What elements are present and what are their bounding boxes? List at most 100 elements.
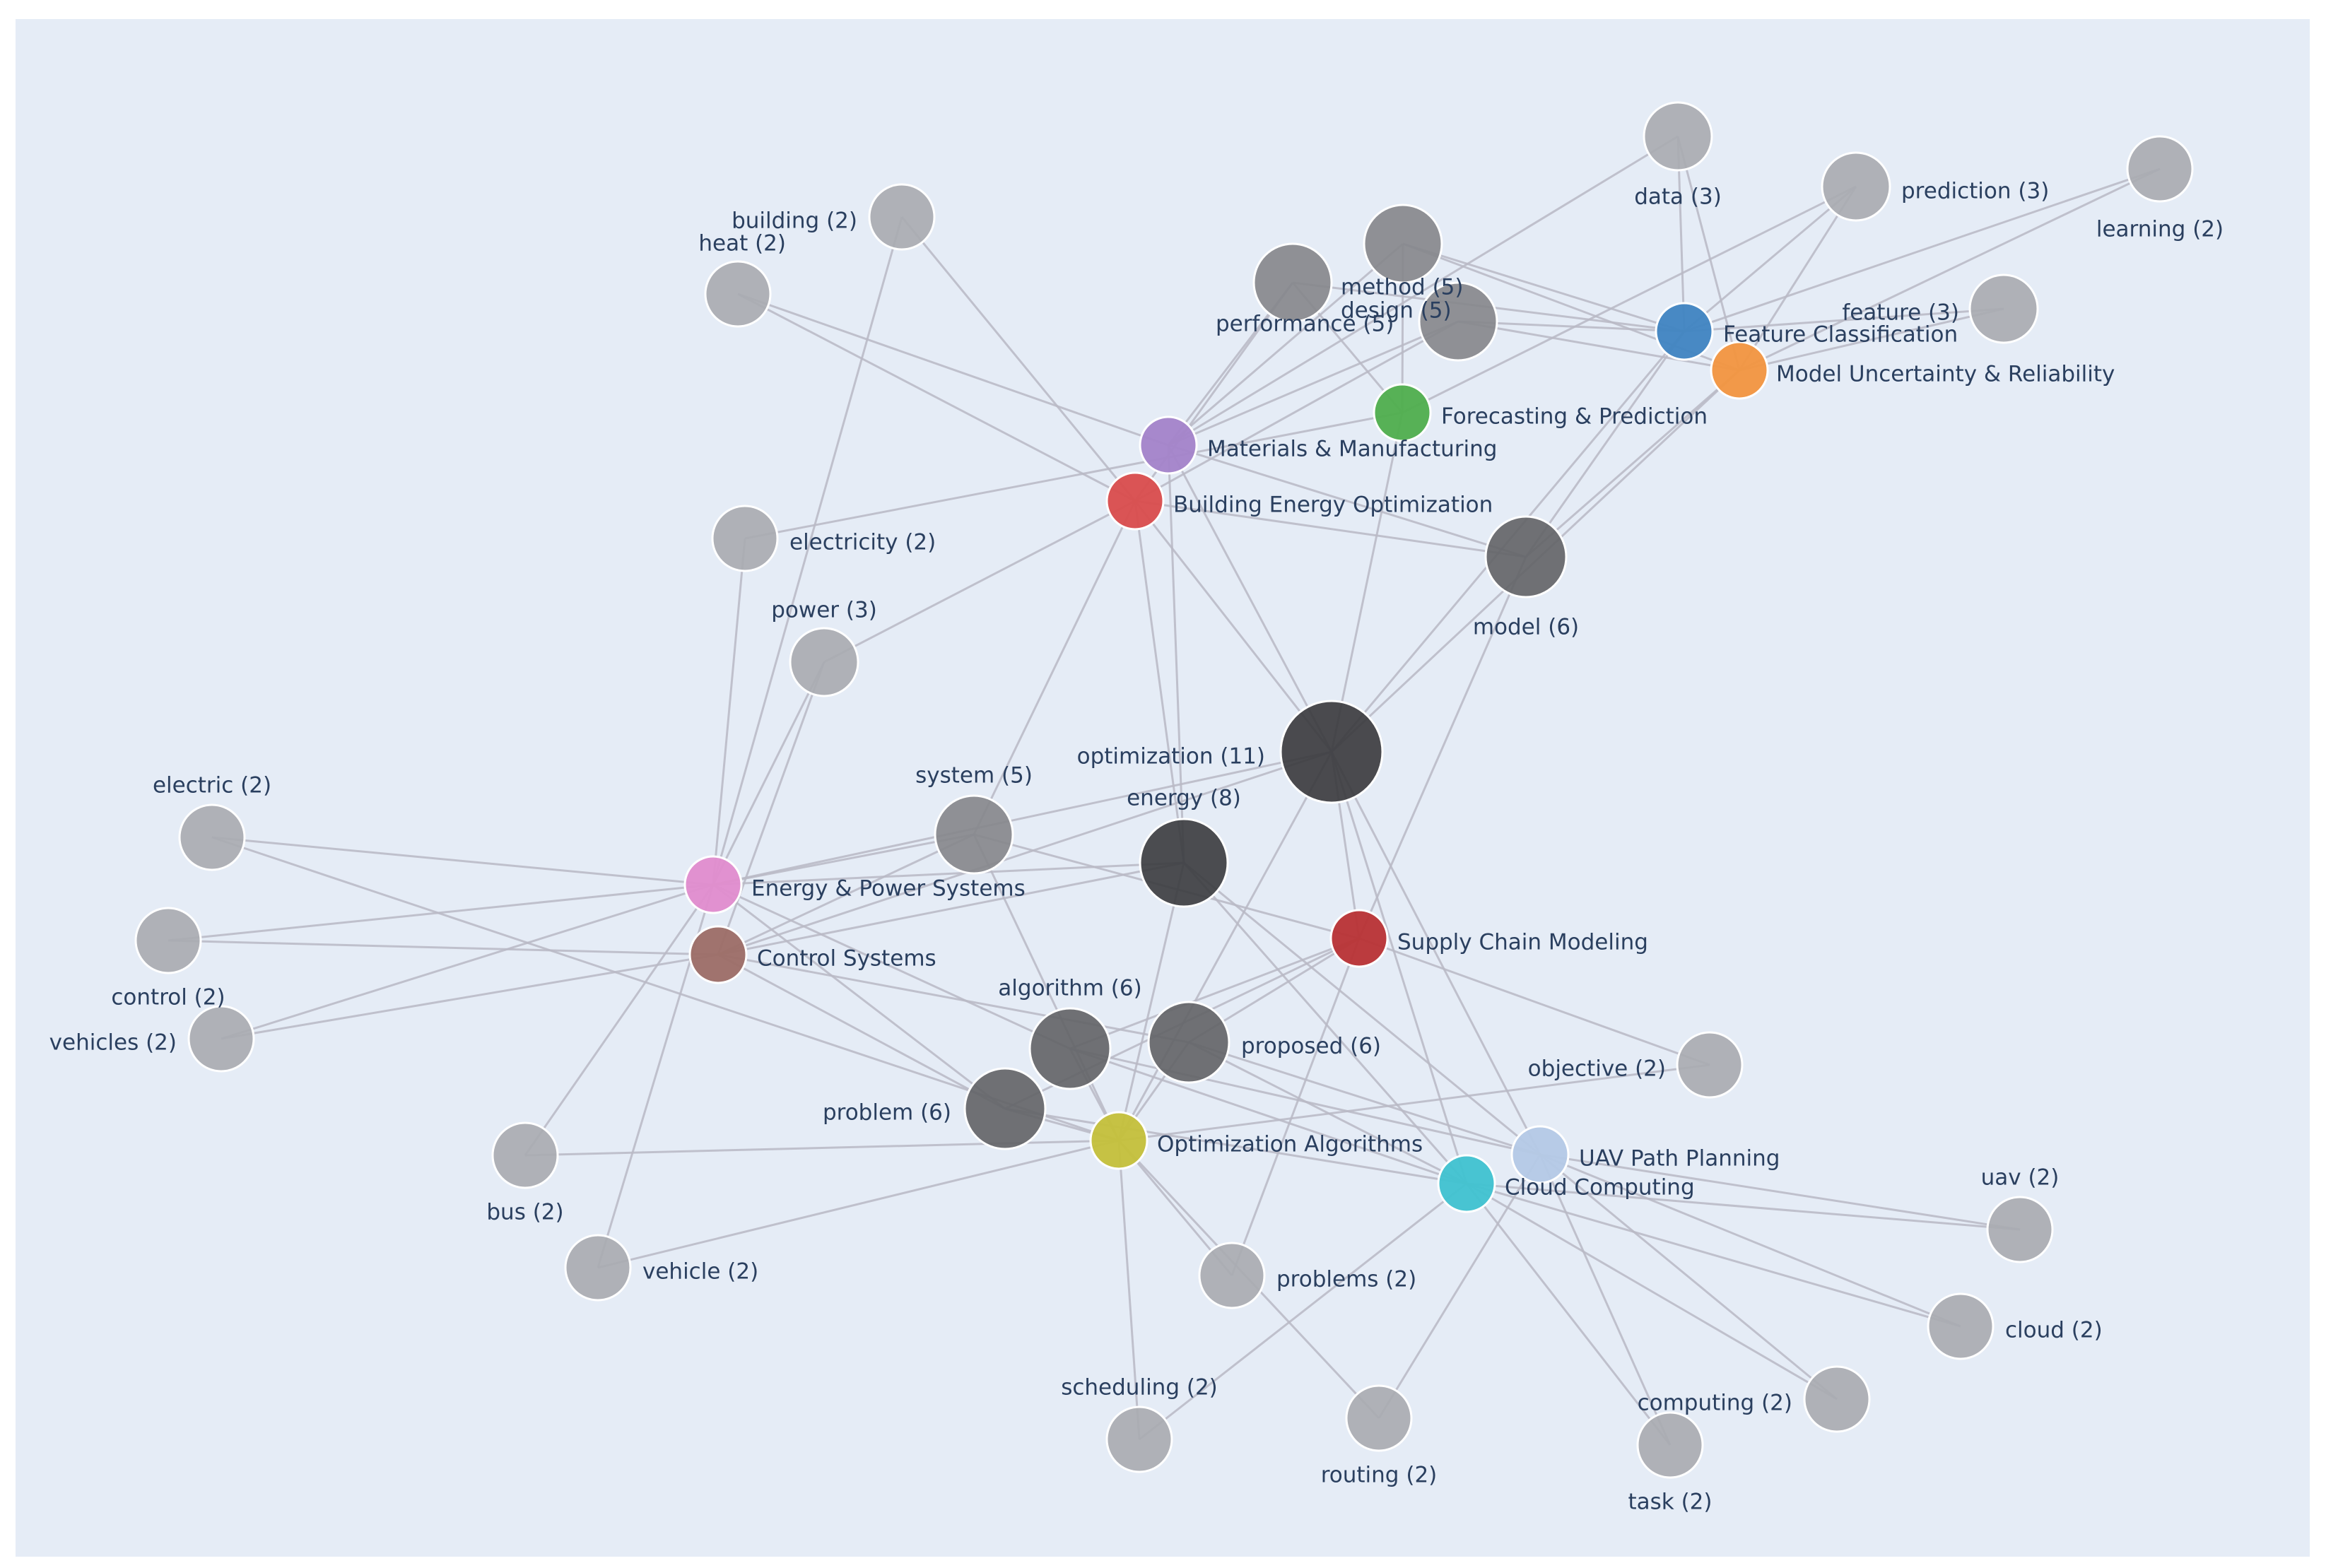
node-model-uncertainty[interactable] (1710, 341, 1769, 400)
node-vehicles[interactable] (187, 1005, 255, 1073)
edge-method-feature-classification (1402, 242, 1685, 333)
edge-model-supply-chain (1358, 556, 1527, 939)
node-cloud[interactable] (1927, 1292, 1995, 1360)
edge-model-feature-classification (1525, 331, 1686, 558)
node-label-control-systems: Control Systems (757, 946, 936, 972)
node-routing[interactable] (1345, 1384, 1413, 1452)
edge-objective-supply-chain (1358, 937, 1710, 1066)
edge-algorithm-energy-power (712, 883, 1071, 1050)
node-proposed[interactable] (1147, 1001, 1230, 1084)
edge-method-materials (1168, 242, 1404, 447)
node-label-vehicles: vehicles (2) (49, 1030, 177, 1056)
edge-power-control-systems (717, 661, 826, 955)
node-algorithm[interactable] (1028, 1007, 1112, 1090)
node-control[interactable] (134, 907, 202, 974)
edge-design-materials (1168, 320, 1459, 447)
node-task[interactable] (1636, 1411, 1704, 1479)
node-uav-path[interactable] (1510, 1125, 1570, 1184)
node-label-learning: learning (2) (2096, 217, 2224, 242)
edge-building-building-energy (900, 216, 1136, 502)
edge-model-building-energy (1134, 500, 1527, 558)
edge-optimization-building-energy (1134, 500, 1333, 753)
node-label-problem: problem (6) (823, 1100, 951, 1126)
edge-control-control-systems (168, 939, 719, 956)
edge-energy-optimization-algorithms (1117, 862, 1185, 1141)
node-problem[interactable] (963, 1067, 1047, 1150)
edge-system-control-systems (717, 833, 975, 956)
node-materials[interactable] (1139, 415, 1198, 475)
edge-cloud-cloud-computing (1466, 1182, 1961, 1328)
edge-feature-feature-classification (1684, 307, 2004, 333)
edge-electricity-forecasting (744, 411, 1403, 540)
node-optimization-algorithms[interactable] (1089, 1111, 1149, 1170)
node-control-systems[interactable] (688, 925, 748, 984)
edge-scheduling-cloud-computing (1139, 1182, 1467, 1441)
node-system[interactable] (934, 794, 1014, 875)
edge-prediction-feature-classification (1684, 185, 1857, 333)
node-supply-chain[interactable] (1329, 909, 1389, 968)
node-model[interactable] (1484, 515, 1568, 599)
node-cloud-computing[interactable] (1437, 1154, 1496, 1213)
node-scheduling[interactable] (1105, 1405, 1173, 1473)
node-optimization[interactable] (1279, 700, 1384, 804)
edge-energy-control-systems (717, 861, 1185, 956)
node-label-heat: heat (2) (698, 231, 786, 257)
node-label-model-uncertainty: Model Uncertainty & Reliability (1776, 362, 2115, 387)
node-performance[interactable] (1252, 242, 1333, 323)
edge-computing-cloud-computing (1466, 1182, 1838, 1401)
node-label-system: system (5) (915, 763, 1033, 789)
edge-energy-materials (1167, 444, 1185, 863)
node-objective[interactable] (1676, 1031, 1744, 1099)
node-label-computing: computing (2) (1638, 1391, 1792, 1416)
node-uav[interactable] (1986, 1196, 2054, 1263)
node-label-uav: uav (2) (1981, 1165, 2060, 1191)
edge-heat-materials (737, 293, 1169, 447)
edge-scheduling-optimization-algorithms (1117, 1140, 1141, 1440)
node-label-electric: electric (2) (153, 773, 271, 798)
node-computing[interactable] (1803, 1365, 1871, 1433)
node-bus[interactable] (491, 1121, 559, 1189)
edge-proposed-uav-path (1188, 1041, 1541, 1156)
node-label-routing: routing (2) (1321, 1463, 1438, 1488)
edge-routing-uav-path (1378, 1154, 1541, 1419)
node-label-problems: problems (2) (1276, 1267, 1416, 1292)
edge-task-uav-path (1539, 1154, 1672, 1446)
edge-energy-uav-path (1183, 861, 1541, 1156)
node-problems[interactable] (1198, 1242, 1266, 1309)
node-vehicle[interactable] (564, 1234, 632, 1302)
node-energy-power[interactable] (683, 855, 743, 914)
edge-control-energy-power (168, 883, 714, 942)
edge-proposed-control-systems (717, 953, 1190, 1044)
edge-model-model-uncertainty (1525, 369, 1740, 558)
node-power[interactable] (789, 627, 859, 697)
node-feature-classification[interactable] (1655, 302, 1714, 361)
edge-feature-model-uncertainty (1739, 307, 2004, 372)
label-layer: data (3)prediction (3)learning (2)buildi… (49, 179, 2224, 1515)
node-label-task: task (2) (1628, 1490, 1712, 1515)
edge-algorithm-cloud-computing (1069, 1047, 1467, 1185)
node-electric[interactable] (178, 803, 246, 871)
node-label-building-energy: Building Energy Optimization (1173, 493, 1493, 518)
node-data[interactable] (1643, 101, 1713, 172)
node-label-model: model (6) (1473, 615, 1579, 640)
node-design[interactable] (1418, 281, 1498, 362)
node-forecasting[interactable] (1373, 383, 1432, 442)
node-heat[interactable] (704, 260, 772, 328)
node-label-supply-chain: Supply Chain Modeling (1397, 930, 1648, 955)
edge-optimization-forecasting (1330, 412, 1404, 753)
node-label-optimization-algorithms: Optimization Algorithms (1157, 1132, 1423, 1157)
node-building[interactable] (868, 183, 936, 251)
node-feature[interactable] (1968, 273, 2039, 344)
node-electricity[interactable] (711, 505, 779, 572)
node-energy[interactable] (1139, 818, 1229, 908)
edge-vehicles-energy-power (221, 883, 714, 1040)
node-label-energy-power: Energy & Power Systems (751, 876, 1026, 902)
node-prediction[interactable] (1821, 151, 1891, 222)
node-label-bus: bus (2) (486, 1200, 563, 1225)
node-building-energy[interactable] (1105, 471, 1165, 531)
edge-electricity-energy-power (712, 538, 746, 885)
edge-vehicle-optimization-algorithms (597, 1139, 1120, 1269)
node-method[interactable] (1363, 204, 1443, 284)
edge-algorithm-supply-chain (1069, 937, 1360, 1050)
node-learning[interactable] (2126, 135, 2194, 203)
